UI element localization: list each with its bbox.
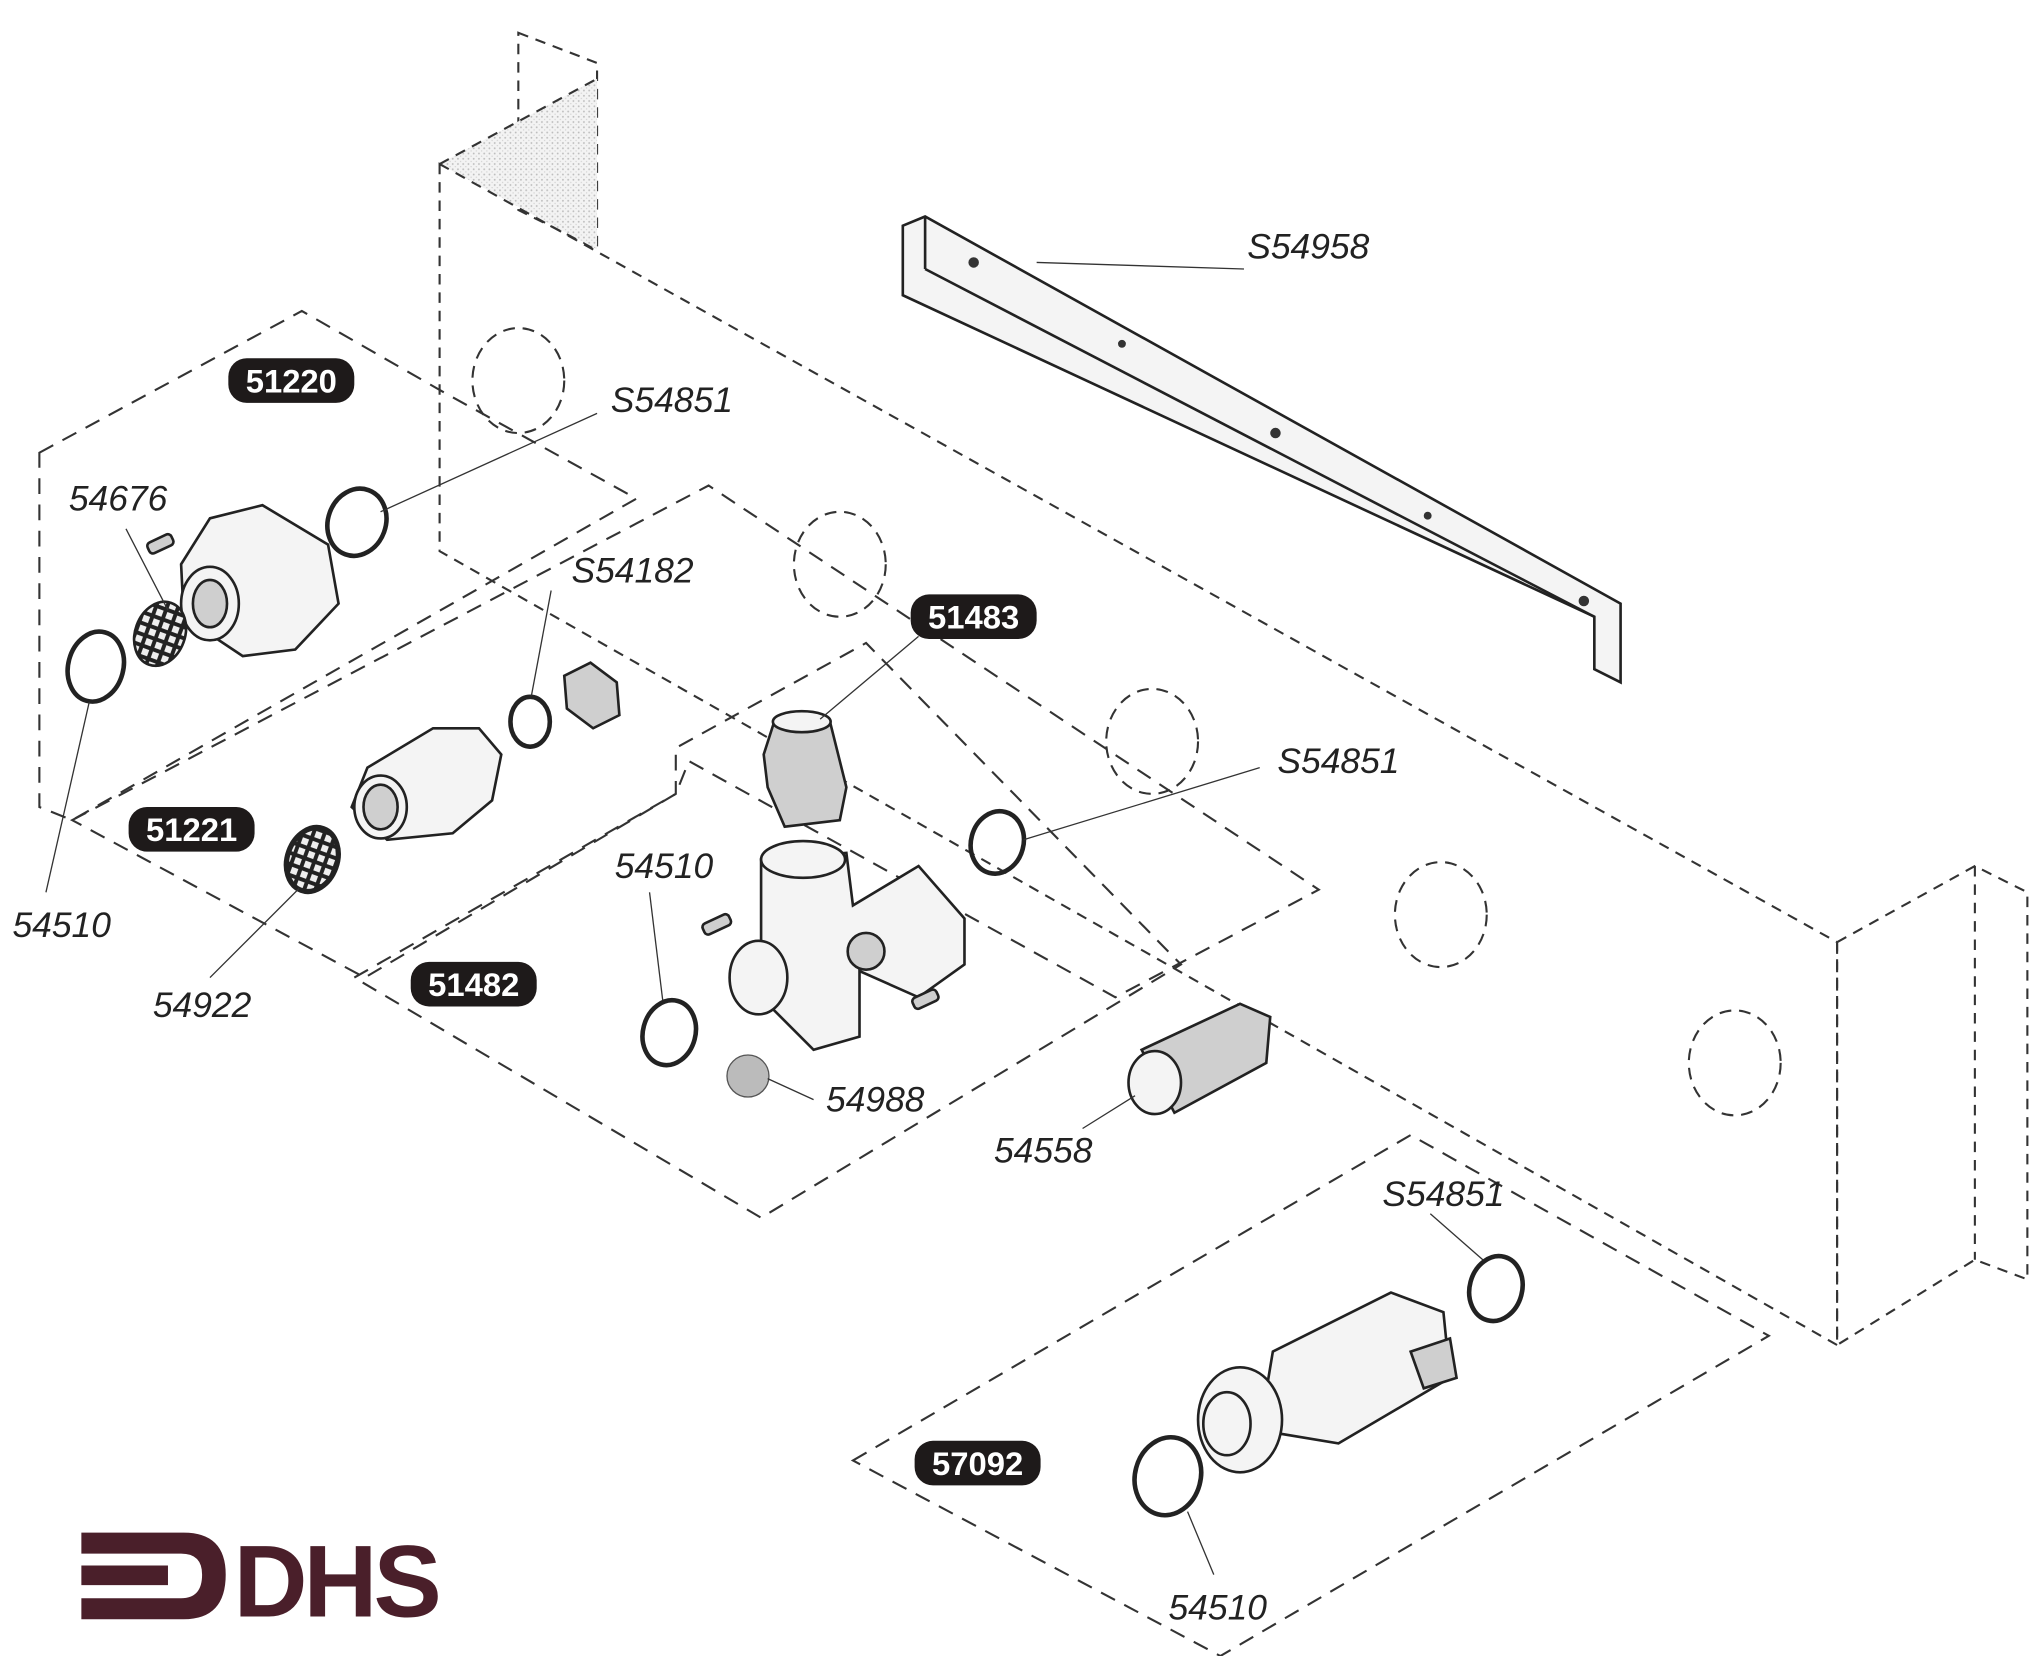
kit-badge: 57092 bbox=[914, 1440, 1041, 1486]
seal-ring bbox=[325, 486, 389, 559]
part-label: S54851 bbox=[1382, 1174, 1504, 1214]
kit-boundary-51220 bbox=[38, 309, 639, 822]
panel-hole bbox=[792, 510, 887, 618]
hex-nut bbox=[562, 661, 621, 730]
kit-badge-text: 57092 bbox=[932, 1445, 1023, 1482]
seal-ring bbox=[968, 808, 1027, 876]
kit-badge: 51220 bbox=[228, 358, 355, 403]
kit-badge-text: 51483 bbox=[928, 599, 1019, 636]
parts bbox=[65, 486, 1525, 1518]
seal-ring bbox=[1132, 1434, 1204, 1518]
kit-badge-text: 51482 bbox=[428, 966, 519, 1003]
bracket-part bbox=[901, 215, 1622, 685]
kit-badge-text: 51221 bbox=[146, 811, 237, 848]
part-label: 54558 bbox=[994, 1131, 1093, 1171]
part-label: 54988 bbox=[826, 1079, 925, 1119]
kit-badge: 51483 bbox=[910, 594, 1037, 640]
kit-badges: 51220 51483 51221 51482 57092 bbox=[128, 358, 1041, 1486]
logo-text: DHS bbox=[234, 1524, 439, 1639]
part-label: S54958 bbox=[1247, 227, 1369, 267]
part-label: 54922 bbox=[153, 985, 252, 1025]
kit-badge-text: 51220 bbox=[246, 362, 337, 399]
part-label: S54851 bbox=[1277, 741, 1399, 781]
mesh-filter bbox=[132, 600, 188, 668]
kit-badge: 51482 bbox=[410, 961, 537, 1007]
dhs-logo: DHS bbox=[81, 1524, 442, 1639]
back-panel bbox=[438, 31, 2029, 1347]
part-labels: S54958 S54851 54676 S54182 S54851 54510 … bbox=[12, 227, 1504, 1628]
logo-arrow-mark bbox=[81, 1532, 226, 1620]
panel-hole bbox=[1687, 1009, 1782, 1117]
leader-lines bbox=[45, 261, 1484, 1575]
part-label: 54510 bbox=[12, 905, 111, 945]
seal-ring bbox=[508, 694, 553, 749]
part-label: S54182 bbox=[571, 551, 693, 591]
seal-ring bbox=[640, 998, 699, 1068]
panel-holes bbox=[471, 327, 1782, 1117]
panel-hole bbox=[471, 327, 566, 435]
seal-ring bbox=[65, 629, 127, 704]
part-label: 54676 bbox=[69, 478, 168, 518]
part-label: 54510 bbox=[1169, 1587, 1268, 1627]
seal-ring bbox=[1466, 1253, 1525, 1324]
strainer bbox=[283, 824, 341, 895]
kit-badge: 51221 bbox=[128, 807, 255, 852]
kit-boundary-51482 bbox=[352, 641, 1183, 1219]
part-label: 54510 bbox=[615, 846, 714, 886]
part-label: S54851 bbox=[611, 380, 733, 420]
panel-hole bbox=[1393, 861, 1488, 969]
pressure-relief-valve bbox=[762, 717, 848, 829]
small-plug bbox=[726, 1054, 770, 1098]
panel-hole bbox=[1105, 687, 1200, 795]
kit-boundary-57092 bbox=[850, 1133, 1771, 1656]
